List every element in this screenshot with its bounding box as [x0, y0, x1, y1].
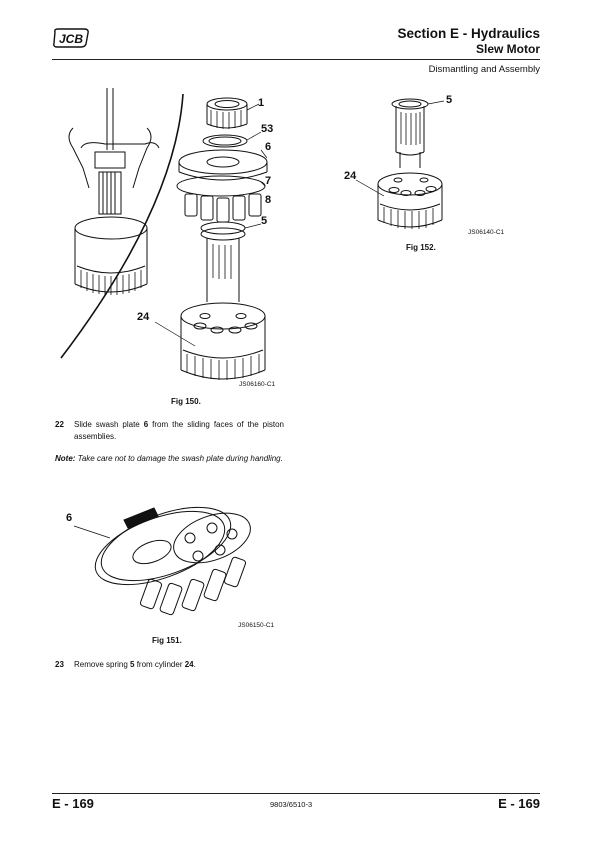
- figure-152: 5 24 JS06140-C1 Fig 152.: [340, 92, 540, 257]
- step-number: 22: [55, 420, 64, 429]
- page-number-left: E - 169: [52, 796, 94, 811]
- callout-8: 8: [265, 194, 272, 206]
- section-title: Section E - Hydraulics: [397, 26, 540, 41]
- callout-24: 24: [344, 170, 357, 182]
- figure-code: JS06140-C1: [468, 229, 505, 236]
- footer-divider: [52, 793, 540, 794]
- figure-151-illustration: [73, 506, 251, 616]
- figure-code: JS06150-C1: [238, 622, 275, 629]
- step-22: 22 Slide swash plate 6 from the sliding …: [55, 419, 288, 443]
- figure-caption: Fig 151.: [152, 636, 182, 645]
- figure-code: JS06160-C1: [239, 381, 276, 388]
- header-divider: [52, 59, 540, 60]
- callout-7: 7: [265, 175, 272, 187]
- callout-1: 1: [258, 97, 265, 109]
- step-text: Slide swash plate 6 from the sliding fac…: [74, 420, 284, 441]
- figure-152-illustration: [355, 98, 445, 229]
- step-23: 23 Remove spring 5 from cylinder 24.: [55, 659, 288, 671]
- callout-5: 5: [446, 94, 453, 106]
- document-code: 9803/6510-3: [270, 800, 313, 809]
- figure-150: 1 53 6 7 8 5 24 JS06160-C1 Fig 150.: [55, 88, 295, 410]
- figure-151: 6 JS06150-C1 Fig 151.: [60, 498, 290, 650]
- page-number-right: E - 169: [498, 796, 540, 811]
- jcb-logo: JCB: [52, 28, 90, 48]
- step-text: Remove spring 5 from cylinder 24.: [74, 660, 196, 669]
- page-description: Dismantling and Assembly: [428, 64, 540, 75]
- callout-6: 6: [66, 512, 73, 524]
- callout-24: 24: [137, 311, 150, 323]
- note: Note: Take care not to damage the swash …: [55, 453, 285, 465]
- callout-6: 6: [265, 141, 272, 153]
- step-number: 23: [55, 660, 64, 669]
- figure-caption: Fig 152.: [406, 243, 436, 252]
- note-text: Take care not to damage the swash plate …: [75, 454, 283, 463]
- figure-caption: Fig 150.: [171, 397, 201, 406]
- figure-150-illustration: [60, 88, 268, 380]
- note-label: Note:: [55, 454, 76, 463]
- callout-5: 5: [261, 215, 268, 227]
- subsection-title: Slew Motor: [475, 42, 540, 56]
- svg-text:JCB: JCB: [59, 32, 83, 46]
- callout-53: 53: [261, 123, 274, 135]
